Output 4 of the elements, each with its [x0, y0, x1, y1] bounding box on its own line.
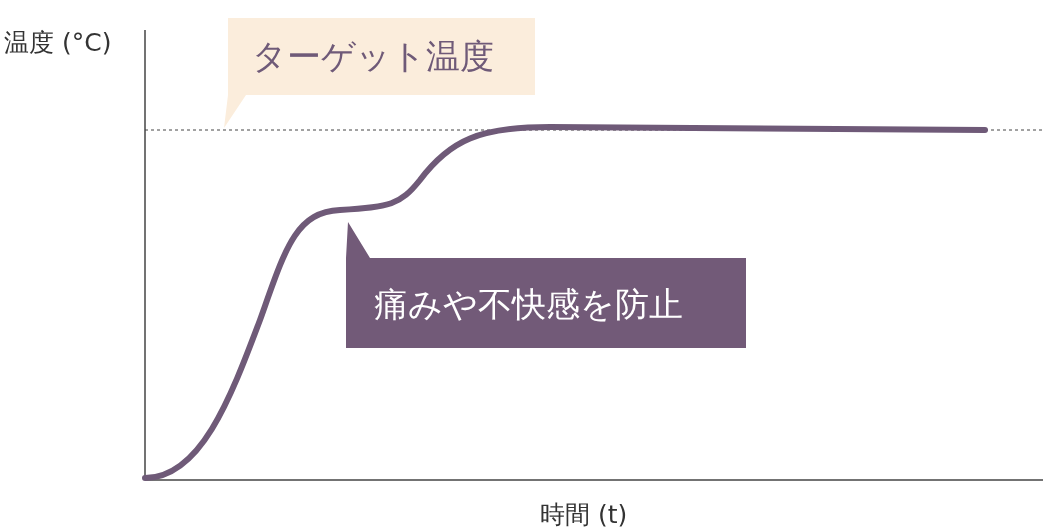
callout-text: 痛みや不快感を防止 [374, 284, 683, 324]
x-axis-title: 時間 (t) [540, 499, 628, 531]
callout-text: ターゲット温度 [252, 36, 494, 76]
y-axis-title: 温度 (°C) [4, 27, 112, 59]
